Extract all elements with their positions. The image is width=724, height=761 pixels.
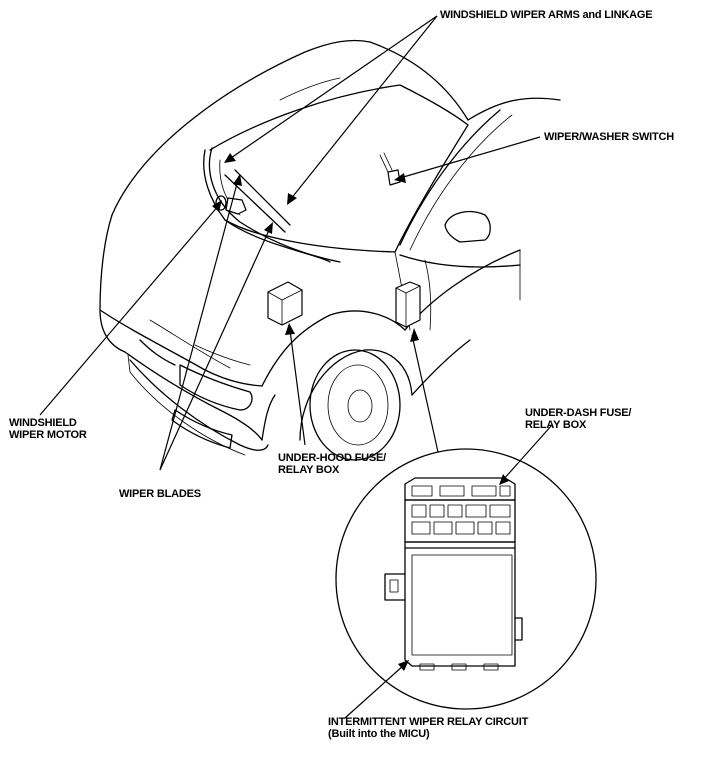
label-windshield-wiper-motor: WINDSHIELD WIPER MOTOR bbox=[9, 417, 87, 441]
label-wiper-blades: WIPER BLADES bbox=[119, 488, 201, 500]
label-wiper-motor-line-1: WINDSHIELD bbox=[9, 417, 77, 429]
under-hood-fuse-box-part bbox=[267, 281, 303, 326]
car-illustration bbox=[99, 39, 561, 461]
label-under-dash-line-1: UNDER-DASH FUSE/ bbox=[525, 407, 632, 419]
label-relay-circuit-line-2: (Built into the MICU) bbox=[328, 728, 430, 740]
label-wiper-motor-line-2: WIPER MOTOR bbox=[9, 429, 87, 441]
label-intermittent-wiper-relay-circuit: INTERMITTENT WIPER RELAY CIRCUIT (Built … bbox=[328, 716, 528, 740]
label-under-hood-line-2: RELAY BOX bbox=[278, 464, 340, 476]
fuse-box-detail bbox=[384, 477, 523, 671]
label-wiper-washer-switch: WIPER/WASHER SWITCH bbox=[544, 131, 675, 143]
detail-zoom-circle bbox=[335, 448, 597, 710]
label-under-hood-fuse-relay-box: UNDER-HOOD FUSE/ RELAY BOX bbox=[278, 452, 386, 476]
wiper-motor-part bbox=[215, 195, 247, 215]
label-under-hood-line-1: UNDER-HOOD FUSE/ bbox=[278, 452, 387, 464]
under-dash-fuse-box-part bbox=[395, 281, 421, 328]
wiper-washer-switch-part bbox=[379, 152, 401, 186]
label-under-dash-line-2: RELAY BOX bbox=[525, 419, 587, 431]
label-under-dash-fuse-relay-box: UNDER-DASH FUSE/ RELAY BOX bbox=[525, 407, 631, 431]
label-wiper-arms-linkage: WINDSHIELD WIPER ARMS and LINKAGE bbox=[440, 9, 653, 21]
label-relay-circuit-line-1: INTERMITTENT WIPER RELAY CIRCUIT bbox=[328, 716, 529, 728]
leader-lines bbox=[39, 15, 553, 719]
